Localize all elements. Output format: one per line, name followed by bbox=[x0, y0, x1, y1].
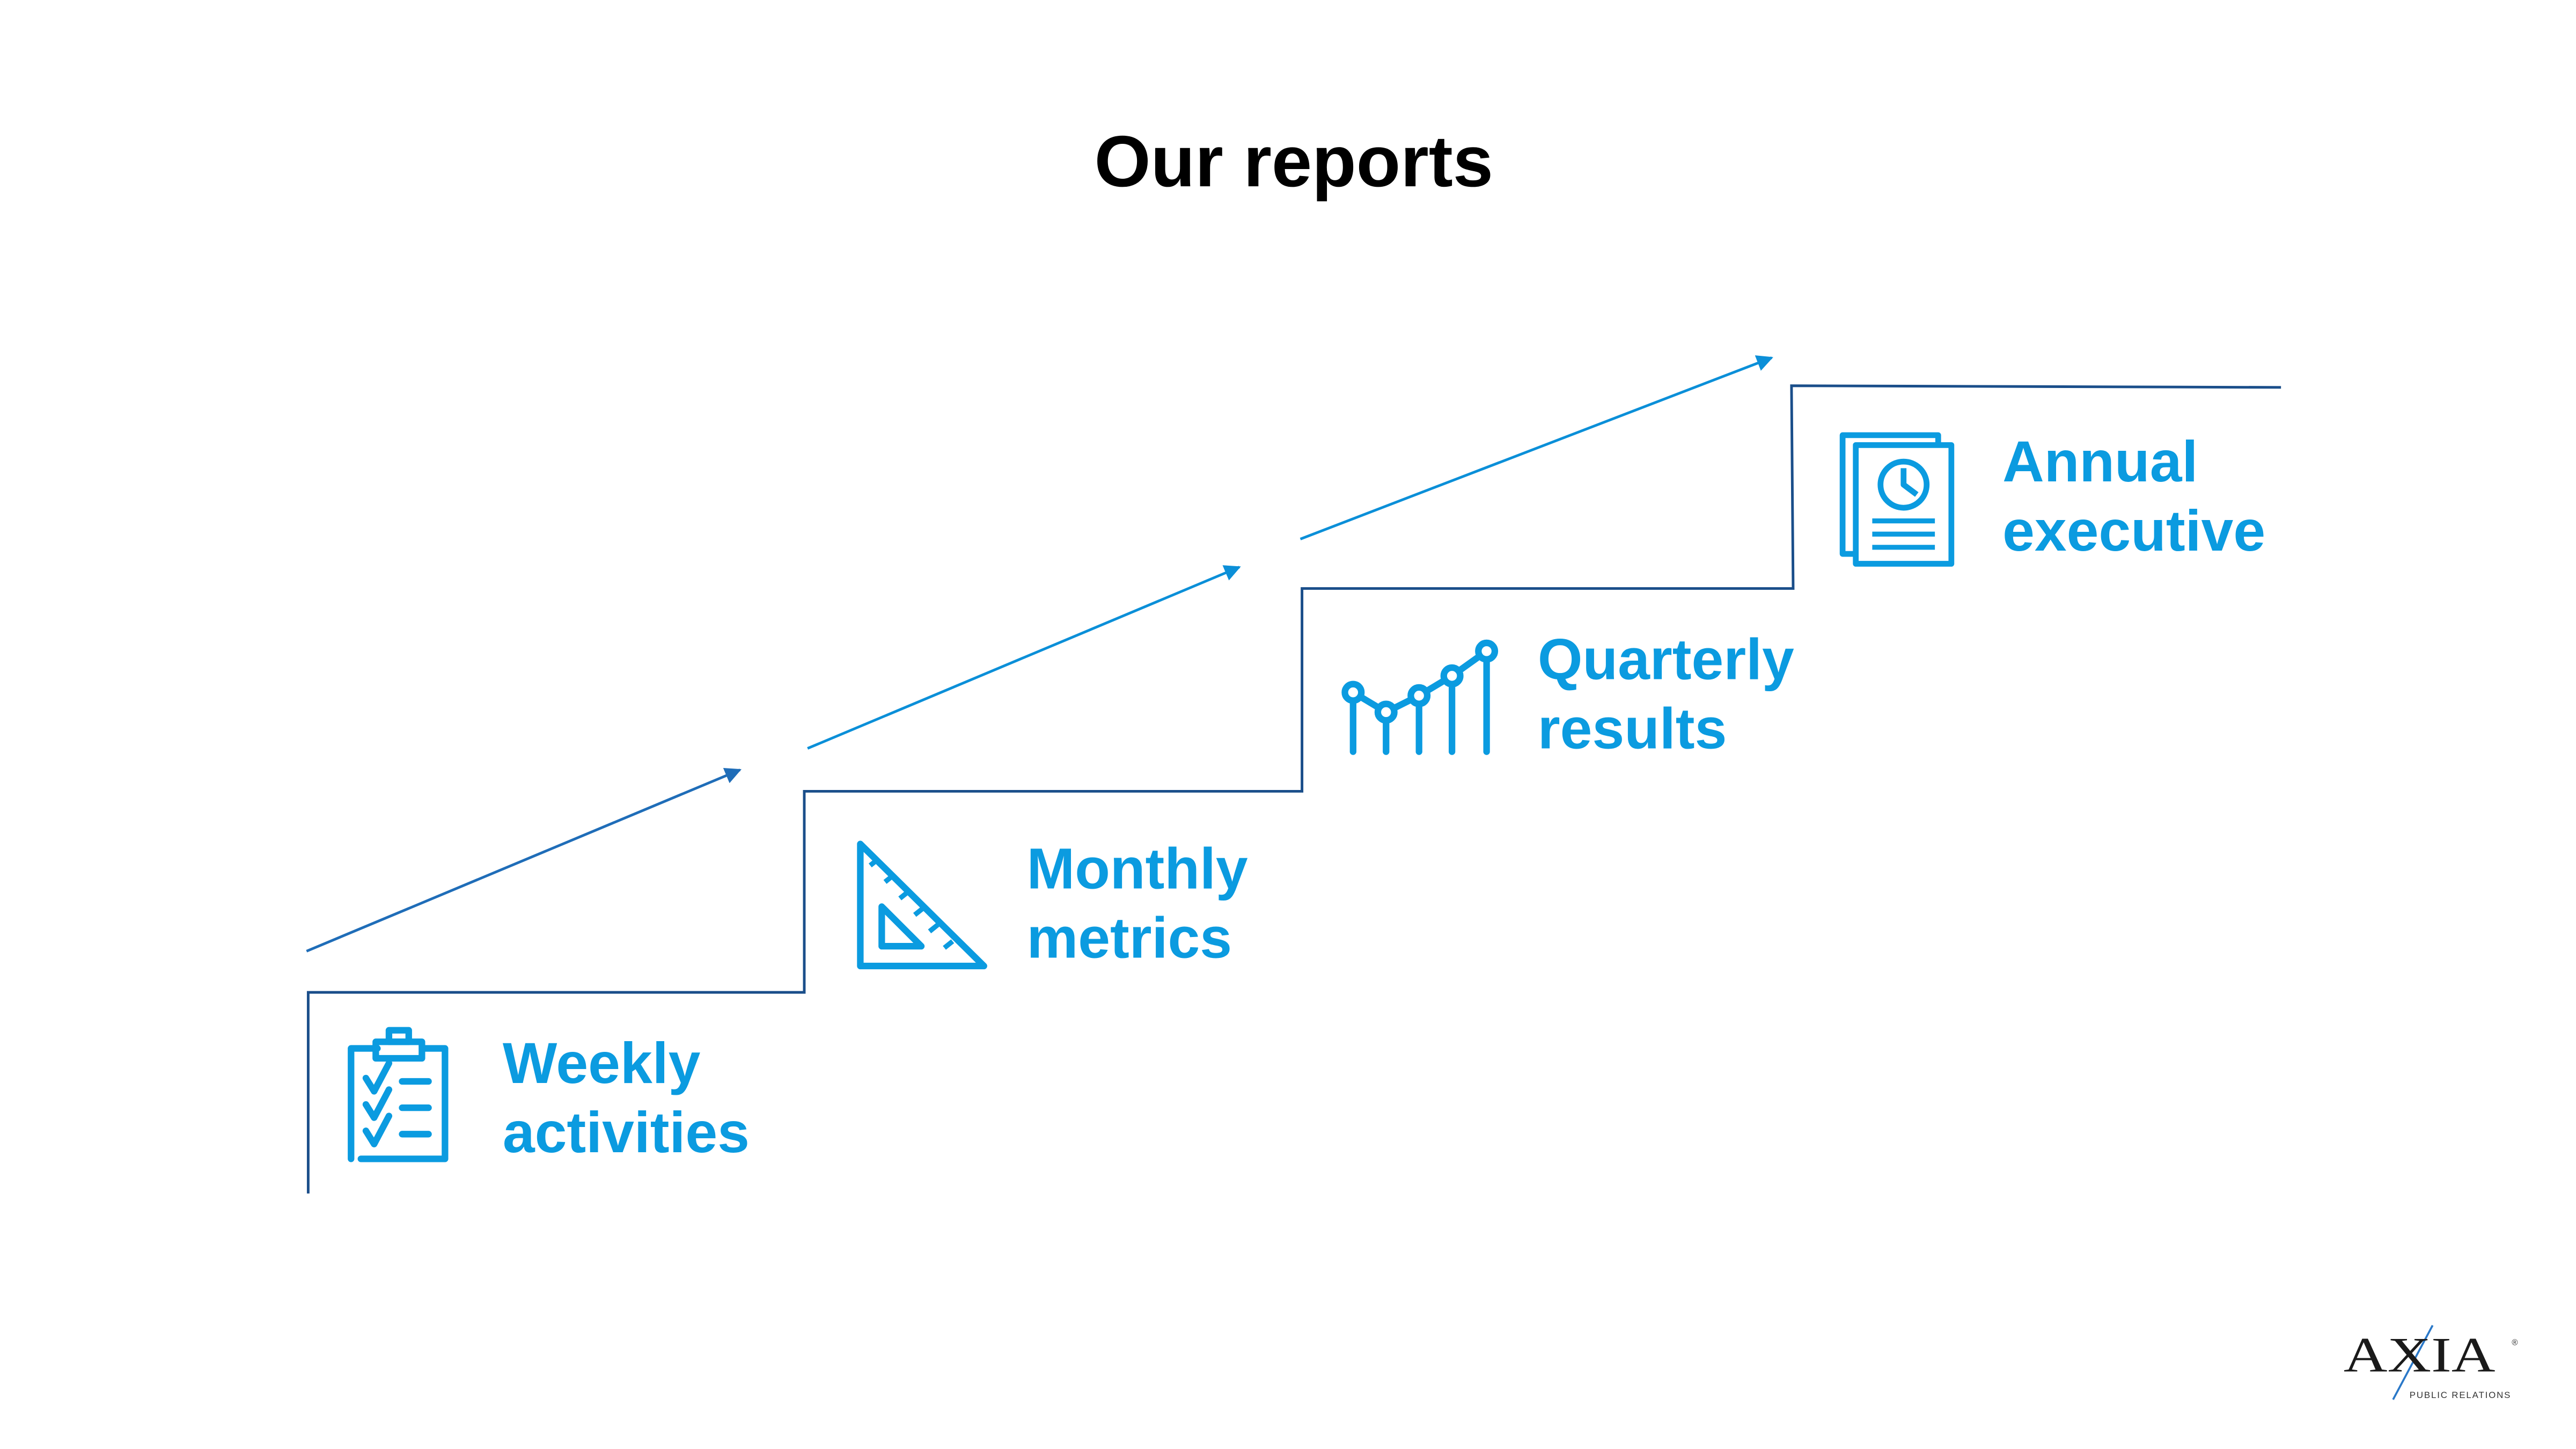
arrow-2 bbox=[807, 565, 1241, 750]
step-quarterly-line1: Quarterly bbox=[1538, 627, 1794, 692]
page-title: Our reports bbox=[1095, 121, 1493, 202]
logo-swoosh bbox=[2392, 1324, 2434, 1400]
arrow-1 bbox=[306, 767, 742, 953]
arrow-3 bbox=[1300, 355, 1773, 540]
staircase-line bbox=[306, 384, 2281, 1194]
logo-wordmark: AXIA bbox=[2344, 1328, 2496, 1382]
step-monthly-line2: metrics bbox=[1027, 906, 1232, 970]
triangle-ruler-icon bbox=[857, 840, 987, 970]
step-annual-line2: executive bbox=[2002, 499, 2265, 563]
logo-registered: ® bbox=[2512, 1338, 2519, 1347]
line-chart-icon bbox=[1341, 639, 1499, 755]
report-document-icon bbox=[1839, 432, 1955, 567]
step-monthly-line1: Monthly bbox=[1027, 837, 1248, 901]
step-annual-line1: Annual bbox=[2002, 429, 2198, 494]
step-weekly-line2: activities bbox=[503, 1100, 750, 1165]
step-weekly-line1: Weekly bbox=[503, 1031, 701, 1095]
logo-subtitle: PUBLIC RELATIONS bbox=[2410, 1390, 2512, 1400]
step-quarterly-line2: results bbox=[1538, 697, 1727, 761]
axia-logo: AXIA ® PUBLIC RELATIONS bbox=[2344, 1324, 2519, 1400]
clipboard-checklist-icon bbox=[348, 1027, 449, 1162]
